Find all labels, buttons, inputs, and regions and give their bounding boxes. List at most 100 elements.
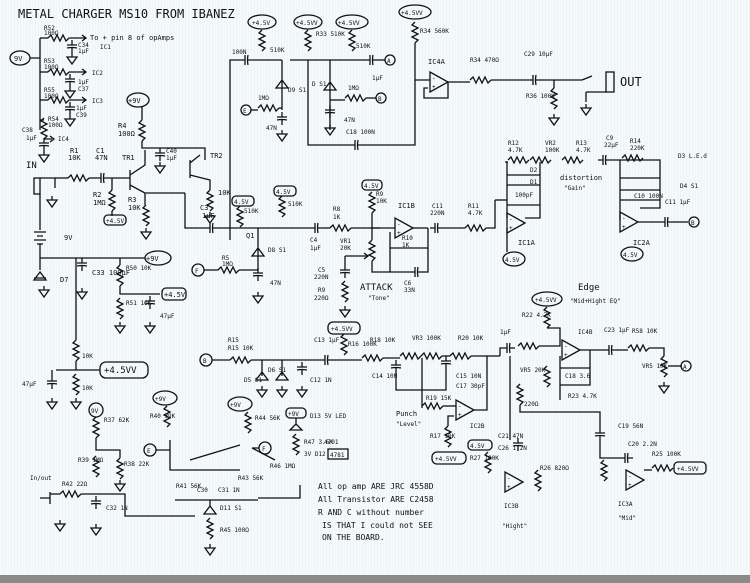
- r22-label: R22 4.7K: [522, 312, 551, 319]
- r47-label: R47 3.6K: [304, 439, 333, 446]
- d3-led-label: D3 L.E.d: [678, 153, 707, 160]
- svg-text:R14: R14: [630, 138, 641, 145]
- r33-label: R33 510K: [316, 31, 345, 38]
- edge-control-label: Edge: [578, 283, 600, 293]
- detector-block-top: +4.5V 510K 100N D9 S1 E 1MΩ 47N +4.5VV R…: [229, 4, 499, 240]
- tr2-emitter-r: 10K: [218, 189, 231, 197]
- svg-text:R3: R3: [128, 196, 136, 204]
- c11-value: 220N: [430, 210, 445, 217]
- r38-label: R38 22K: [124, 461, 150, 468]
- ic2b-label: IC2B: [470, 423, 485, 430]
- punch-control-label: Punch: [396, 410, 417, 418]
- r10-value: 1K: [402, 242, 410, 249]
- c32-label: C32 1N: [106, 505, 128, 512]
- svg-text:R9: R9: [318, 287, 326, 294]
- r19-label: R19 15K: [426, 395, 452, 402]
- ic2a-label: IC2A: [633, 239, 651, 247]
- node-9v-text: 9V: [14, 55, 23, 63]
- punch-sub-label: "Level": [396, 421, 421, 428]
- tr1-label: TR1: [122, 154, 135, 162]
- ic-4701-label: 4701: [324, 439, 339, 446]
- input-label: IN: [26, 161, 37, 171]
- c12-label: C12 1N: [310, 377, 332, 384]
- r44-supply: +9V: [230, 402, 241, 409]
- mid-control-label: "Mid": [618, 515, 636, 522]
- r50-label: R50 10K: [126, 265, 152, 272]
- r58-label: R58 10K: [632, 328, 658, 335]
- d7-label: D7: [60, 276, 68, 284]
- svg-text:C6: C6: [404, 280, 412, 287]
- c34-value: 1μF: [78, 48, 89, 55]
- top-supply-4: +4.5VV: [401, 10, 423, 17]
- node-a-b: A: [683, 364, 687, 371]
- c8-value: 100pF: [515, 192, 533, 199]
- ic2a-bias: 4.5V: [623, 252, 638, 259]
- c40-value: 1μF: [166, 155, 177, 162]
- c19-label: C19 56N: [618, 423, 644, 430]
- r46-label: R46 1MΩ: [270, 463, 296, 470]
- r20-label: R20 10K: [458, 335, 484, 342]
- ic4a-label: IC4A: [428, 58, 446, 66]
- footswitch-label: In/out: [30, 475, 52, 482]
- d6-label: D6 S1: [268, 367, 286, 374]
- r13-value: 4.7K: [576, 147, 591, 154]
- c17-label: C17 30pF: [456, 383, 485, 390]
- c13-label: C13 1μF: [314, 337, 340, 344]
- opamp-supply-note: To + pin 8 of opAmps: [90, 34, 174, 42]
- r4-supply: +9V: [128, 97, 141, 105]
- r42-label: R42 22Ω: [62, 481, 88, 488]
- c37-label: C37: [78, 86, 89, 93]
- c20-label: C20 2.2N: [628, 441, 657, 448]
- node-f-b: F: [262, 446, 266, 453]
- note-transistors: All Transistor ARE C2458: [318, 495, 434, 504]
- svg-text:VR2: VR2: [545, 140, 556, 147]
- r15-label: R15 10K: [228, 345, 254, 352]
- output-jack[interactable]: [605, 71, 615, 93]
- node-a-a: A: [387, 58, 391, 65]
- ic4-supply: IC4: [58, 136, 69, 143]
- c4-value: 1μF: [310, 245, 321, 252]
- d4-label: D4 S1: [680, 183, 698, 190]
- r9b-value: 220Ω: [314, 295, 329, 302]
- schematic-title: METAL CHARGER MS10 FROM IBANEZ: [18, 7, 235, 21]
- r54-value: 100Ω: [48, 122, 63, 129]
- punch-level-stage: B R15 R15 10K D5 S1 D6 S1 C12 1N C13 1μF…: [199, 321, 500, 465]
- r2-value: 1MΩ: [93, 199, 106, 207]
- c9-value: 22μF: [604, 142, 619, 149]
- c37-value: 1μF: [78, 79, 89, 86]
- r52-label: R52: [44, 25, 55, 32]
- d2-label: D2: [530, 167, 538, 174]
- r39-label: R39 1MΩ: [78, 457, 104, 464]
- c38-value: 1μF: [26, 135, 37, 142]
- q1-label: Q1: [246, 232, 254, 240]
- r14-value: 220K: [630, 145, 645, 152]
- power-supply-block: 9V +9V D7 C33 100μF R50 10K R51 10K 47μF…: [22, 194, 187, 410]
- input-jack[interactable]: [33, 177, 41, 195]
- power-decoupling-block: 9V To + pin 8 of opAmps R52 100Ω C34 1μF…: [9, 25, 174, 163]
- note-unnumbered-2: IS THAT I could not SEE: [322, 521, 433, 530]
- ic1a-bias: 4.5V: [505, 257, 520, 264]
- ic2-supply: IC2: [92, 70, 103, 77]
- c-47n-a: 47N: [266, 125, 277, 132]
- r3-value: 10K: [128, 204, 141, 212]
- ic1b-label: IC1B: [398, 202, 415, 210]
- ic1-supply: IC1: [100, 44, 111, 51]
- battery-label: 9V: [64, 234, 73, 242]
- c38-label: C38: [22, 127, 33, 134]
- c10-label: C10 100N: [634, 193, 663, 200]
- svg-text:C9: C9: [606, 135, 614, 142]
- edge-input-cap: 1μF: [500, 329, 511, 336]
- footswitch[interactable]: [40, 492, 51, 504]
- supply-4v5-a: +4.5V: [164, 291, 186, 299]
- r43-label: R43 56K: [238, 475, 264, 482]
- r27-label: R27 100K: [470, 455, 499, 462]
- node-b-c: B: [203, 358, 207, 365]
- ic-4781-label: 4781: [330, 452, 345, 459]
- c6-value: 33N: [404, 287, 415, 294]
- ic1a-label: IC1A: [518, 239, 536, 247]
- divider-cap: 47μF: [22, 381, 37, 388]
- q1-cap: 47N: [270, 280, 281, 287]
